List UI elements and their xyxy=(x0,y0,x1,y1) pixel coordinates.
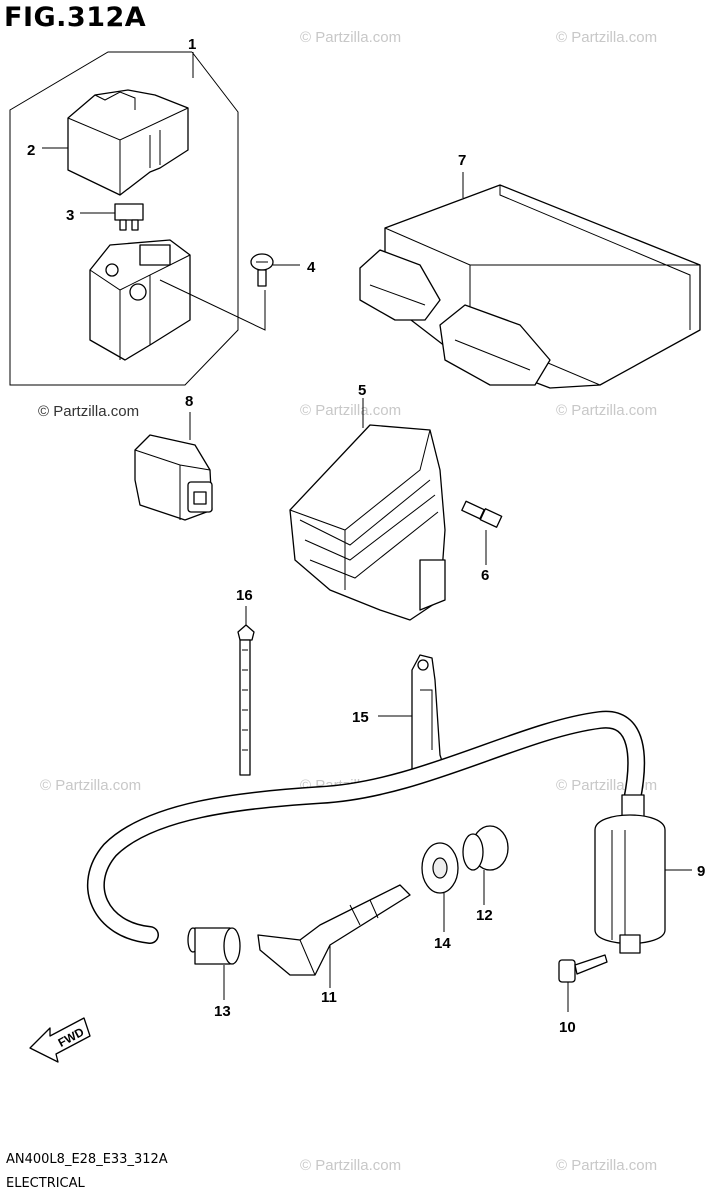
part-8-connector xyxy=(134,412,213,521)
figure-title: FIG.312A xyxy=(4,2,147,33)
watermark: © Partzilla.com xyxy=(300,1157,401,1174)
callout-3: 3 xyxy=(66,207,74,224)
part-16-cable-tie xyxy=(237,606,255,776)
part-15-bracket xyxy=(378,654,446,776)
watermark: © Partzilla.com xyxy=(300,29,401,46)
part-7-ecm xyxy=(359,172,701,389)
callout-15: 15 xyxy=(352,709,369,726)
watermarks: © Partzilla.com © Partzilla.com © Partzi… xyxy=(38,29,657,1174)
part-1-starter-relay-assembly xyxy=(9,51,266,386)
part-10-screw xyxy=(558,954,608,1012)
callout-8: 8 xyxy=(185,393,193,410)
callout-16: 16 xyxy=(236,587,253,604)
callout-14: 14 xyxy=(434,935,451,952)
callout-12: 12 xyxy=(476,907,493,924)
part-11-fuel-hose xyxy=(86,710,646,988)
callout-numbers: 1 2 3 4 5 6 7 8 9 10 11 12 13 14 15 16 xyxy=(27,36,705,1036)
callout-6: 6 xyxy=(481,567,489,584)
part-5-regulator-rectifier xyxy=(289,398,446,621)
watermark: © Partzilla.com xyxy=(40,777,141,794)
part-14-grommet xyxy=(421,842,459,932)
part-6-bolt xyxy=(461,500,503,565)
diagram-caption: ELECTRICAL xyxy=(6,1176,85,1191)
callout-1: 1 xyxy=(188,36,196,53)
callout-leaders xyxy=(42,52,194,214)
watermark: © Partzilla.com xyxy=(300,402,401,419)
diagram-code: AN400L8_E28_E33_312A xyxy=(6,1152,168,1167)
callout-11: 11 xyxy=(321,989,337,1006)
callout-5: 5 xyxy=(358,382,366,399)
part-12-cap xyxy=(462,825,509,905)
part-4-screw xyxy=(250,253,300,287)
callout-9: 9 xyxy=(697,863,705,880)
watermark: © Partzilla.com xyxy=(38,403,139,420)
watermark: © Partzilla.com xyxy=(556,402,657,419)
callout-13: 13 xyxy=(214,1003,231,1020)
watermark: © Partzilla.com xyxy=(556,1157,657,1174)
watermark: © Partzilla.com xyxy=(556,29,657,46)
forward-direction-arrow: FWD xyxy=(29,1017,91,1063)
callout-2: 2 xyxy=(27,142,35,159)
callout-4: 4 xyxy=(307,259,316,276)
callout-7: 7 xyxy=(458,152,466,169)
callout-10: 10 xyxy=(559,1019,576,1036)
part-9-fuel-pump xyxy=(594,794,692,954)
part-13-sleeve xyxy=(187,927,241,1000)
